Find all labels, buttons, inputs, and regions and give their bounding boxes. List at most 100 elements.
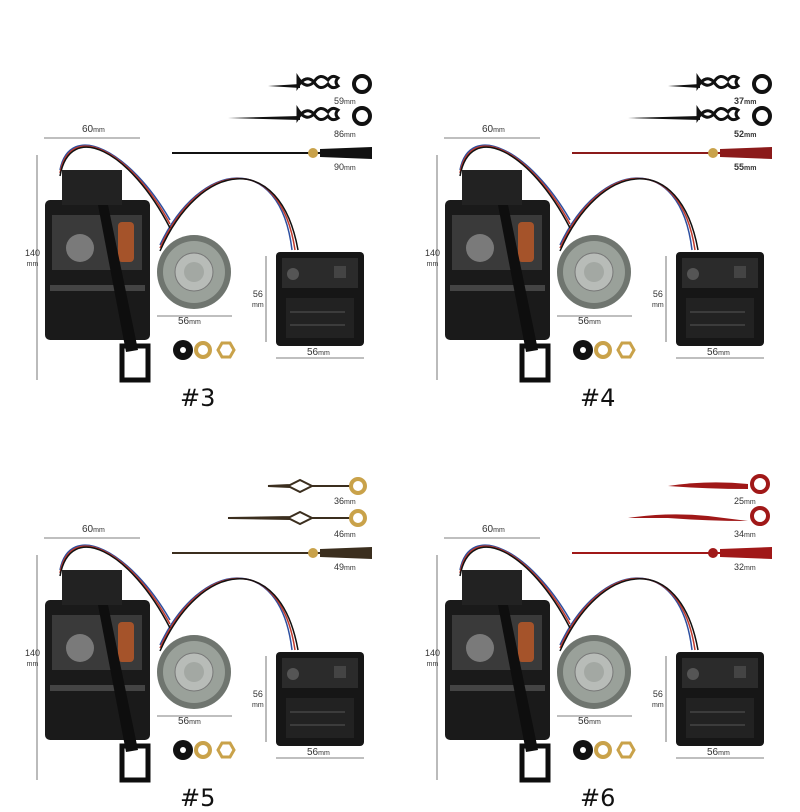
dim-width-top: 60mm [482,125,505,135]
movement-illustration [36,477,372,783]
dim-speaker-value: 56 [578,716,590,727]
hand-length-label-3: 49mm [334,563,356,573]
clock-hand-1 [668,474,770,494]
chime-control-box [276,652,364,746]
hand-length-label-3: 90mm [334,162,356,173]
hand-length-label-2-unit: mm [344,132,356,139]
pendulum-arm [498,605,551,783]
dim-speaker-value: 56 [178,716,190,727]
pendulum-arm [98,205,151,383]
clock-hand-1 [668,73,772,94]
dim-height-left-unit: mm [426,260,439,268]
hand-length-label-1-value: 25 [734,496,745,506]
dim-box-side-unit: mm [252,301,264,309]
dim-height-left-value: 140 [425,648,441,658]
hand-length-label-2: 46mm [334,529,356,540]
dim-width-top-value: 60 [82,524,94,535]
movement-illustration [436,474,772,783]
dim-height-left-value: 140 [425,248,441,258]
hand-length-label-2: 86mm [334,130,356,140]
dim-width-top-value: 60 [82,124,94,135]
clock-hand-2 [228,105,372,126]
dim-width-top-value: 60 [482,124,494,135]
dim-speaker-unit: mm [589,319,601,326]
dim-box-bottom-value: 56 [707,347,719,358]
hand-length-label-2-unit: mm [344,532,356,539]
speaker [557,635,631,709]
dim-speaker: 56mm [578,717,601,727]
speaker [157,235,231,309]
brass-washer [594,341,612,359]
hand-length-label-2-value: 52 [734,129,745,139]
chime-control-box [276,252,364,346]
dim-speaker-value: 56 [578,316,590,327]
hand-length-label-3-unit: mm [344,565,356,572]
dim-box-bottom: 56mm [707,348,730,358]
hand-length-label-2-value: 46 [334,529,345,539]
hex-nut [616,341,636,359]
dim-speaker-unit: mm [189,319,201,326]
dim-speaker: 56mm [578,317,601,327]
hand-length-label-3-unit: mm [344,165,356,172]
brass-washer [594,741,612,759]
wire [559,578,699,652]
hand-length-label-3-unit: mm [744,165,757,172]
dim-box-bottom-unit: mm [318,750,330,757]
dim-width-top: 60mm [82,125,105,135]
hand-length-label-1: 36mm [334,497,356,507]
dim-width-top-unit: mm [493,127,505,134]
model-number-label: #3 [180,384,216,412]
clock-movement [445,170,550,340]
dim-speaker-unit: mm [589,719,601,726]
pendulum-arm [98,605,151,783]
model-number-label: #4 [580,384,616,412]
hex-nut [216,741,236,759]
dim-width-top: 60mm [82,525,105,535]
hand-length-label-3-unit: mm [744,565,756,572]
clock-hand-3 [572,147,772,159]
dim-speaker-unit: mm [189,719,201,726]
dim-box-side-value: 56 [252,689,263,699]
chime-control-box [676,252,764,346]
wire [459,146,571,229]
clock-hand-1 [268,73,372,94]
dim-width-top-unit: mm [93,527,105,534]
wire [59,546,171,629]
movement-illustration [36,73,372,383]
hand-length-label-2-unit: mm [744,532,756,539]
hand-length-label-2-unit: mm [744,132,757,139]
dim-speaker-value: 56 [178,316,190,327]
hand-length-label-1-unit: mm [344,99,356,106]
hex-nut [616,741,636,759]
hand-length-label-1: 25mm [734,496,756,507]
hand-length-label-1-value: 37 [734,96,745,106]
dim-box-side-unit: mm [652,301,664,309]
dim-box-side-value: 56 [652,689,663,699]
hand-length-label-1: 59mm [334,97,356,107]
clock-hand-3 [172,147,372,159]
clock-hand-3 [172,547,372,559]
hand-length-label-3-value: 90 [334,162,345,172]
clock-hand-2 [628,105,772,126]
hand-length-label-1-unit: mm [344,499,356,506]
clock-hand-3 [572,547,772,559]
hand-length-label-1-unit: mm [744,499,756,506]
dim-width-top-value: 60 [482,524,494,535]
hand-length-label-3: 55mm [734,163,757,173]
dim-box-bottom-unit: mm [718,750,730,757]
hand-length-label-2: 34mm [734,529,756,540]
hand-length-label-2-value: 34 [734,529,745,539]
hex-nut [216,341,236,359]
model-number-label: #6 [580,784,616,812]
speaker [557,235,631,309]
dim-box-bottom: 56mm [307,748,330,758]
